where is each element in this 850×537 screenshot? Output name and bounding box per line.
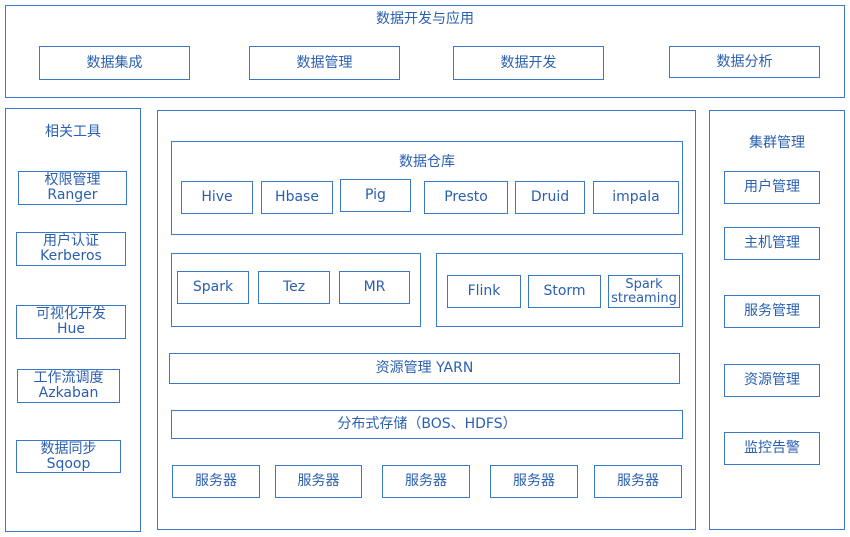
tool-kerberos-box: 用户认证 Kerberos	[16, 232, 126, 266]
hbase-box: Hbase	[261, 181, 333, 214]
flink-box: Flink	[447, 275, 521, 308]
server-box: 服务器	[172, 465, 260, 498]
tez-box: Tez	[258, 271, 330, 304]
data-warehouse-title: 数据仓库	[399, 154, 455, 170]
monitoring-alert-box: 监控告警	[724, 432, 820, 465]
data-development-box: 数据开发	[453, 46, 604, 80]
server-box: 服务器	[275, 465, 362, 498]
tool-hue-box: 可视化开发 Hue	[16, 305, 126, 339]
server-box: 服务器	[382, 465, 470, 498]
data-analysis-box: 数据分析	[669, 46, 820, 78]
resource-management-yarn-bar: 资源管理 YARN	[169, 353, 680, 384]
data-dev-app-title: 数据开发与应用	[376, 11, 474, 27]
tool-sqoop-box: 数据同步 Sqoop	[16, 440, 121, 473]
server-box: 服务器	[594, 465, 682, 498]
hive-box: Hive	[181, 181, 253, 214]
tool-ranger-box: 权限管理 Ranger	[18, 171, 127, 205]
storm-box: Storm	[528, 275, 601, 308]
cluster-management-title: 集群管理	[749, 135, 805, 151]
resource-management-box: 资源管理	[724, 364, 820, 397]
tool-azkaban-box: 工作流调度 Azkaban	[17, 369, 120, 403]
pig-box: Pig	[340, 179, 411, 212]
user-management-box: 用户管理	[724, 171, 820, 204]
mr-box: MR	[339, 271, 410, 304]
spark-box: Spark	[177, 271, 249, 304]
service-management-box: 服务管理	[724, 295, 820, 328]
server-box: 服务器	[490, 465, 578, 498]
spark-streaming-box: Spark streaming	[608, 275, 680, 308]
data-management-box: 数据管理	[249, 46, 400, 80]
druid-box: Druid	[515, 181, 585, 214]
host-management-box: 主机管理	[724, 227, 820, 260]
impala-box: impala	[593, 181, 679, 214]
presto-box: Presto	[424, 181, 508, 214]
related-tools-title: 相关工具	[45, 124, 101, 140]
distributed-storage-bar: 分布式存储（BOS、HDFS）	[171, 410, 683, 439]
data-integration-box: 数据集成	[39, 46, 190, 80]
